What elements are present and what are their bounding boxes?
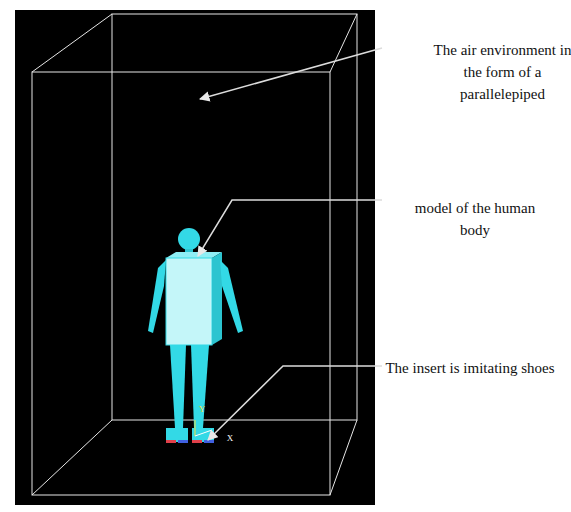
leader-lines bbox=[198, 48, 382, 440]
human-body-model bbox=[148, 228, 243, 443]
callout-label: model of the human body bbox=[410, 198, 540, 242]
black-ground bbox=[15, 10, 375, 505]
callout-label: The air environment in the form of a par… bbox=[425, 40, 571, 105]
axis-label: X bbox=[224, 434, 236, 443]
parallelepiped-wireframe bbox=[32, 14, 357, 495]
axis-label: Y bbox=[196, 405, 208, 414]
callout-label: The insert is imitating shoes bbox=[385, 358, 555, 380]
